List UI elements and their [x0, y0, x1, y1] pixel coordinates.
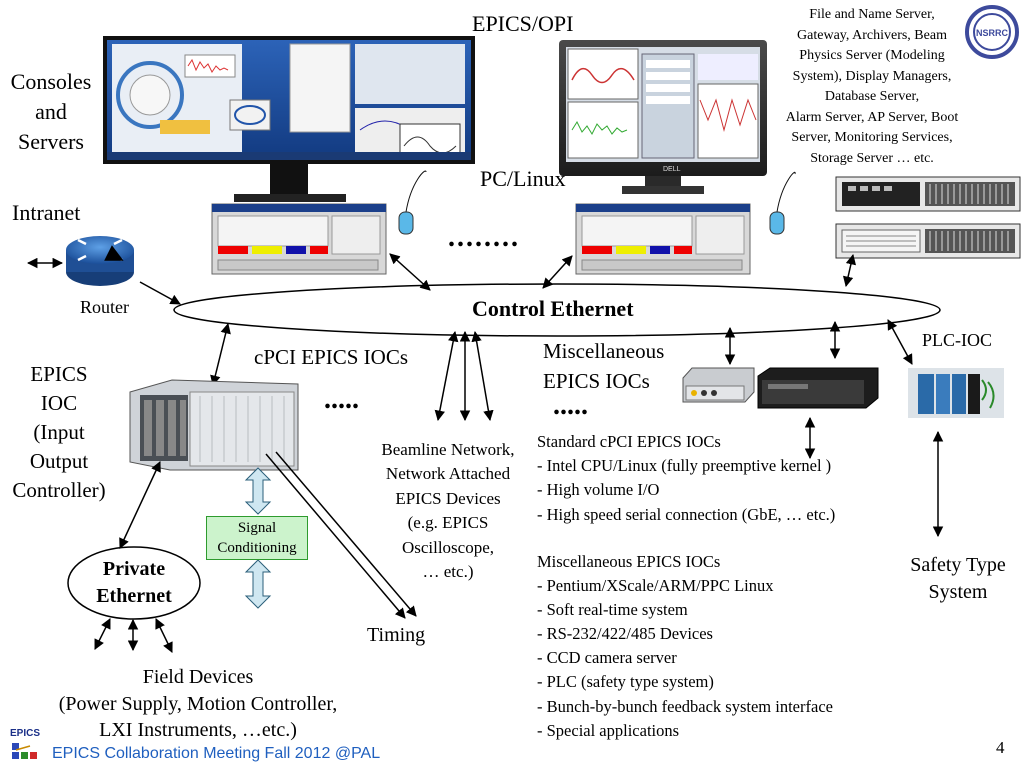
router-label: Router — [80, 297, 129, 317]
signal-arrow-bottom — [244, 559, 272, 609]
server-rack-bottom — [835, 223, 1021, 259]
timing-link-1 — [265, 453, 406, 619]
pc-linux-monitor: DELL — [559, 40, 767, 194]
field-link-1 — [94, 618, 111, 650]
cpci-crate — [129, 379, 299, 471]
list-item: - Soft real-time system — [537, 600, 688, 620]
list-item: - High speed serial connection (GbE, … e… — [537, 504, 836, 524]
footer-text: EPICS Collaboration Meeting Fall 2012 @P… — [52, 745, 381, 762]
list-item: - CCD camera server — [537, 648, 677, 668]
misc-list-title: Miscellaneous EPICS IOCs — [537, 552, 721, 571]
dots-cpci: ..... — [324, 384, 359, 415]
server-rack-top — [835, 176, 1021, 212]
signal-arrow-top — [244, 467, 272, 515]
server-link — [842, 253, 857, 288]
list-item: - High volume I/O — [537, 480, 660, 500]
signal-conditioning-box: Signal Conditioning — [206, 516, 308, 560]
crate-private-link — [119, 461, 161, 549]
servers-description: File and Name Server, Gateway, Archivers… — [785, 7, 959, 166]
page-number: 4 — [996, 738, 1005, 757]
nsrrc-logo-text: NSRRC — [976, 28, 1009, 38]
pc-linux-label: PC/Linux — [480, 166, 566, 191]
plc-ioc-link — [887, 319, 913, 365]
console-monitor-left — [103, 36, 475, 202]
beamline-link-1 — [434, 330, 459, 422]
field-devices-label: Field Devices (Power Supply, Motion Cont… — [58, 666, 338, 741]
list-item: - RS-232/422/485 Devices — [537, 624, 713, 644]
control-ethernet-label: Control Ethernet — [472, 296, 634, 321]
beamline-devices-label: Beamline Network, Network Attached EPICS… — [381, 440, 515, 582]
misc-iocs-label: Miscellaneous EPICS IOCs — [543, 339, 665, 393]
ellipsis-consoles: ........ — [448, 222, 520, 253]
list-item: - Pentium/XScale/ARM/PPC Linux — [537, 576, 774, 596]
list-item: - Bunch-by-bunch feedback system interfa… — [537, 696, 833, 716]
timing-link-2 — [275, 451, 417, 617]
plc-ioc-image — [908, 368, 1004, 418]
monitor-brand-label: DELL — [663, 166, 681, 173]
epics-ioc-label: EPICS IOC (Input Output Controller) — [12, 362, 106, 502]
misc-ioc-device-small — [682, 367, 755, 403]
list-item: - PLC (safety type system) — [537, 672, 714, 692]
timing-label: Timing — [367, 624, 426, 646]
intranet-label: Intranet — [12, 200, 81, 225]
epics-footer-logo: EPICS — [10, 728, 40, 759]
footer-logo-text: EPICS — [10, 728, 40, 739]
standard-cpci-list: Standard cPCI EPICS IOCs - Intel CPU/Lin… — [537, 430, 835, 527]
mouse-left — [398, 170, 427, 235]
plc-ioc-label: PLC-IOC — [922, 330, 993, 350]
dots-misc: ..... — [553, 390, 588, 421]
misc-ioc-desktop-pc — [757, 367, 879, 409]
epics-opi-label: EPICS/OPI — [472, 11, 574, 36]
field-link-3 — [155, 618, 173, 653]
list-item: - Intel CPU/Linux (fully preemptive kern… — [537, 456, 832, 476]
beamline-link-3 — [471, 330, 494, 422]
safety-system-label: Safety Type System — [910, 554, 1006, 603]
private-ethernet-label: Private Ethernet — [96, 558, 172, 607]
nsrrc-logo: NSRRC — [965, 5, 1019, 59]
misc-iocs-list: Miscellaneous EPICS IOCs - Pentium/XScal… — [537, 550, 833, 743]
keyboard-right — [575, 203, 751, 275]
router-icon — [66, 236, 134, 286]
ioc-link — [210, 322, 231, 387]
console-link-right — [542, 255, 573, 289]
mouse-right — [769, 171, 796, 235]
router-ethernet-link — [139, 281, 181, 305]
keyboard-left — [211, 203, 387, 275]
list-item: - Special applications — [537, 720, 680, 740]
consoles-label: Consoles and Servers — [10, 69, 92, 154]
cpci-iocs-label: cPCI EPICS IOCs — [254, 345, 409, 369]
console-link-left — [389, 253, 431, 291]
standard-list-title: Standard cPCI EPICS IOCs — [537, 432, 721, 451]
